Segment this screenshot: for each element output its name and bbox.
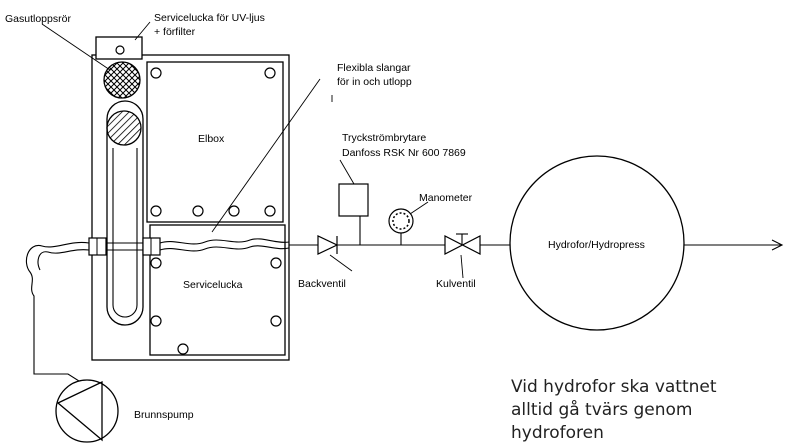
note-line: alltid gå tvärs genom bbox=[511, 400, 693, 420]
service-hatch-screw bbox=[270, 257, 282, 269]
label-hoses-line1: Flexibla slangar bbox=[337, 62, 411, 74]
flexible-hose bbox=[159, 245, 290, 252]
uv-unit-cabinet bbox=[91, 54, 290, 361]
label-check-valve: Backventil bbox=[298, 278, 346, 290]
label-pressure-switch-line2: Danfoss RSK Nr 600 7869 bbox=[342, 147, 466, 159]
service-hatch-screw bbox=[177, 343, 189, 355]
elbox-screw bbox=[264, 205, 276, 217]
uv-tube bbox=[106, 100, 144, 326]
outlet-arrow-icon bbox=[771, 239, 784, 251]
label-pressure-switch-line1: Tryckströmbrytare bbox=[342, 132, 426, 144]
elbox-screw bbox=[150, 205, 162, 217]
pump-hose bbox=[25, 241, 91, 389]
label-elbox: Elbox bbox=[198, 133, 225, 145]
elbox-screw bbox=[150, 67, 162, 79]
elbox-screw bbox=[228, 205, 240, 217]
elbox-screw bbox=[192, 205, 204, 217]
note-line: Vid hydrofor ska vattnet bbox=[511, 377, 717, 397]
hydrofor-note: Vid hydrofor ska vattnet alltid gå tvärs… bbox=[511, 376, 771, 445]
label-ball-valve: Kulventil bbox=[436, 278, 476, 290]
service-hatch-screw bbox=[150, 315, 162, 327]
gas-vent-icon bbox=[103, 61, 141, 99]
label-uv-hatch-line2: + förfilter bbox=[154, 26, 196, 38]
outlet-screw bbox=[150, 257, 162, 269]
elbox bbox=[146, 61, 284, 223]
service-hatch-screw bbox=[270, 315, 282, 327]
label-hydrofor: Hydrofor/Hydropress bbox=[548, 239, 645, 251]
elbox-screw bbox=[264, 67, 276, 79]
label-hoses-line2: för in och utlopp bbox=[337, 76, 412, 88]
service-hatch-panel bbox=[149, 224, 286, 356]
pump-hose bbox=[37, 249, 90, 271]
pump-triangle bbox=[56, 380, 103, 442]
label-manometer: Manometer bbox=[419, 192, 473, 204]
label-gas-vent: Gasutloppsrör bbox=[5, 13, 71, 25]
check-valve-icon bbox=[317, 235, 339, 255]
uv-tube-inner bbox=[112, 148, 138, 318]
uv-lamp-cap-icon bbox=[106, 110, 142, 146]
hydrofor-tank bbox=[509, 155, 685, 331]
flexible-hose bbox=[159, 238, 290, 245]
label-well-pump: Brunnspump bbox=[134, 409, 194, 421]
pressure-switch bbox=[338, 183, 369, 217]
label-uv-hatch-line1: Servicelucka för UV-ljus bbox=[154, 12, 265, 24]
note-line: hydroforen bbox=[511, 423, 604, 443]
label-service-hatch: Servicelucka bbox=[183, 279, 243, 291]
uv-hatch-screw bbox=[115, 45, 125, 55]
